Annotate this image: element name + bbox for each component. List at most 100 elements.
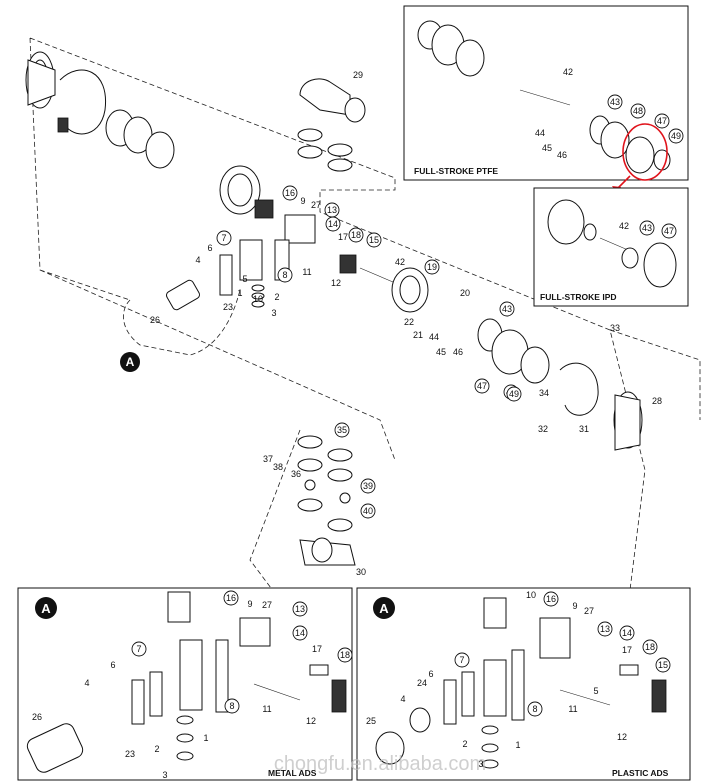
- main-callout-38: 38: [273, 462, 283, 472]
- metal-callout-1: 1: [203, 733, 208, 743]
- callout-number: 27: [262, 600, 272, 610]
- metal-callout-2: 2: [154, 744, 159, 754]
- plastic-callout-27: 27: [584, 606, 594, 616]
- outlet-manifold-28: [613, 391, 643, 451]
- center-block: [219, 214, 357, 296]
- callout-number: 47: [477, 381, 487, 391]
- svg-text:A: A: [41, 601, 51, 616]
- callout-number: 6: [110, 660, 115, 670]
- callout-number: 21: [413, 330, 423, 340]
- main-callout-8: 8: [277, 267, 293, 283]
- plastic-callout-12: 12: [617, 732, 627, 742]
- main-callout-29: 29: [353, 70, 363, 80]
- clamp-band-right: [559, 362, 599, 416]
- main-callout-47: 47: [474, 378, 490, 394]
- callout-number: 24: [417, 678, 427, 688]
- plastic-callout-2: 2: [462, 739, 467, 749]
- main-callout-34: 34: [539, 388, 549, 398]
- callout-number: 45: [436, 347, 446, 357]
- metal-callout-18: 18: [337, 647, 353, 663]
- callout-number: 30: [356, 567, 366, 577]
- callout-number: 3: [271, 308, 276, 318]
- ptfe-caption: FULL-STROKE PTFE: [414, 166, 498, 176]
- main-callout-46: 46: [453, 347, 463, 357]
- callout-number: 7: [136, 644, 141, 654]
- plastic-callout-13: 13: [597, 621, 613, 637]
- metal-callout-7: 7: [131, 641, 147, 657]
- callout-number: 12: [306, 716, 316, 726]
- main-callout-3: 3: [271, 308, 276, 318]
- callout-number: 47: [657, 116, 667, 126]
- diaphragm-right: [477, 318, 550, 384]
- callout-number: 15: [369, 235, 379, 245]
- main-callout-39: 39: [360, 478, 376, 494]
- main-callout-30: 30: [356, 567, 366, 577]
- plastic-callout-11: 11: [568, 704, 577, 714]
- metal-callout-17: 17: [312, 644, 322, 654]
- callout-number: 7: [459, 655, 464, 665]
- highlight-ring: [622, 123, 668, 181]
- metal-callout-6: 6: [110, 660, 115, 670]
- metal-callout-9: 9: [247, 599, 252, 609]
- callout-number: 36: [291, 469, 301, 479]
- main-callout-16: 16: [282, 185, 298, 201]
- ptfe-callout-47: 47: [654, 113, 670, 129]
- callout-number: 45: [542, 143, 552, 153]
- metal-callout-8: 8: [224, 698, 240, 714]
- callout-number: 40: [363, 506, 373, 516]
- callout-number: 49: [671, 131, 681, 141]
- metal-callout-4: 4: [84, 678, 89, 688]
- callout-number: 32: [538, 424, 548, 434]
- callout-number: 46: [557, 150, 567, 160]
- outer-diaphragm-left: [105, 109, 175, 169]
- callout-number: 10: [526, 590, 536, 600]
- callout-number: 4: [400, 694, 405, 704]
- callout-number: 33: [610, 323, 620, 333]
- plastic-callout-15: 15: [655, 657, 671, 673]
- main-callout-35: 35: [334, 422, 350, 438]
- plastic-callout-17: 17: [622, 645, 632, 655]
- main-callout-2: 2: [274, 292, 279, 302]
- callout-number: 1: [237, 288, 242, 298]
- callout-number: 5: [242, 274, 247, 284]
- plastic-callout-7: 7: [454, 652, 470, 668]
- callout-number: 29: [353, 70, 363, 80]
- main-callout-7: 7: [216, 230, 232, 246]
- main-callout-13: 13: [324, 202, 340, 218]
- ipd-callout-47: 47: [661, 223, 677, 239]
- callout-number: 2: [154, 744, 159, 754]
- ptfe-callout-45: 45: [542, 143, 552, 153]
- callout-number: 48: [633, 106, 643, 116]
- callout-number: 27: [584, 606, 594, 616]
- callout-number: 28: [652, 396, 662, 406]
- main-callout-27: 27: [311, 200, 321, 210]
- main-callout-11: 11: [302, 267, 311, 277]
- main-callout-17: 17: [338, 232, 348, 242]
- callout-number: 2: [274, 292, 279, 302]
- main-callout-31: 31: [579, 424, 589, 434]
- metal-callout-26: 26: [32, 712, 42, 722]
- callout-number: 9: [300, 196, 305, 206]
- callout-number: 37: [263, 454, 273, 464]
- callout-number: 14: [295, 628, 305, 638]
- callout-number: 13: [295, 604, 305, 614]
- callout-number: 22: [404, 317, 414, 327]
- callout-number: 42: [563, 67, 573, 77]
- main-callout-1: 1: [237, 288, 242, 298]
- callout-number: 1: [203, 733, 208, 743]
- main-callout-18: 18: [348, 227, 364, 243]
- ptfe-callout-49: 49: [668, 128, 684, 144]
- callout-number: 13: [327, 205, 337, 215]
- callout-number: 10: [253, 294, 263, 304]
- metal-callout-12: 12: [306, 716, 316, 726]
- watermark-text: chongfu.en.alibaba.com: [274, 753, 486, 775]
- callout-a-marker: A: [120, 352, 140, 372]
- callout-number: 17: [622, 645, 632, 655]
- plastic-callout-10: 10: [526, 590, 536, 600]
- callout-number: 25: [366, 716, 376, 726]
- callout-number: 34: [539, 388, 549, 398]
- callout-number: 18: [645, 642, 655, 652]
